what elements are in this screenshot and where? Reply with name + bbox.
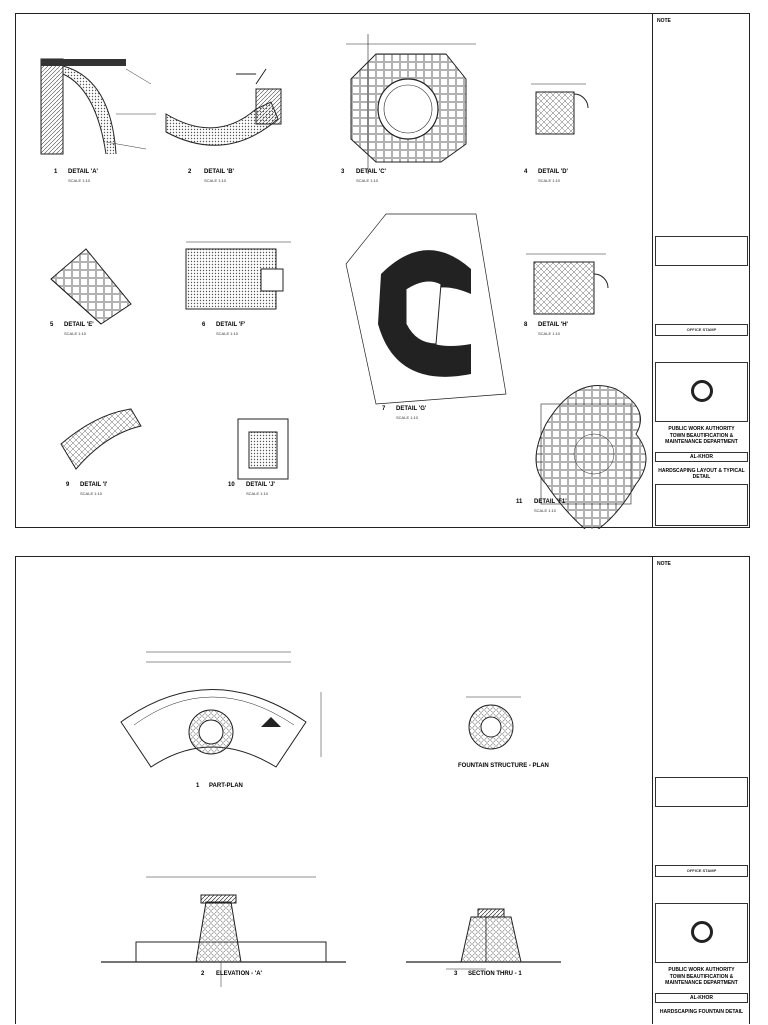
- detail-scale: SCALE 1:10: [64, 331, 87, 336]
- authority-name: PUBLIC WORK AUTHORITY: [668, 426, 735, 432]
- part-plan-drawing: [120, 651, 322, 768]
- detail-number: 4: [524, 169, 528, 175]
- revision-table: [655, 236, 748, 266]
- department-name: TOWN BEAUTIFICATION & MAINTENANCE DEPART…: [665, 433, 738, 445]
- detail-number: 7: [382, 406, 386, 412]
- detail-title: DETAIL 'F': [216, 322, 246, 328]
- detail-h-drawing: [526, 253, 609, 315]
- detail-number: 3: [341, 169, 345, 175]
- detail-scale: SCALE 1:10: [356, 178, 379, 183]
- detail-number: 11: [516, 499, 523, 505]
- detail-title: DETAIL 'F1': [534, 499, 567, 505]
- detail-c-drawing: [346, 34, 476, 174]
- authority-logo-icon: [691, 921, 713, 943]
- detail-f-drawing: [185, 241, 291, 310]
- detail-title: DETAIL 'I': [80, 482, 108, 488]
- authority-name: PUBLIC WORK AUTHORITY: [668, 967, 735, 973]
- sheet1-linework: [40, 34, 647, 529]
- office-stamp-box: [655, 865, 748, 877]
- detail-scale: SCALE 1:10: [80, 491, 103, 496]
- drawing-title: HARDSCAPING FOUNTAIN DETAIL: [659, 1009, 744, 1015]
- revision-table: [655, 777, 748, 807]
- fountain-plan-drawing: [466, 696, 521, 750]
- view-title: FOUNTAIN STRUCTURE - PLAN: [458, 763, 549, 769]
- sheet1-drawing-area: 1 DETAIL 'A' SCALE 1:10 2 DETAIL 'B' SCA…: [16, 14, 650, 529]
- location-label: AL-KHOR: [689, 454, 714, 460]
- detail-title: DETAIL 'C': [356, 169, 386, 175]
- detail-i-drawing: [60, 408, 142, 470]
- notes-header: NOTE: [657, 18, 671, 24]
- drawing-sheet-2: 1 PART-PLAN FOUNTAIN STRUCTURE - PLAN 2 …: [15, 556, 750, 1024]
- detail-e-drawing: [50, 248, 132, 325]
- detail-scale: SCALE 1:10: [216, 331, 239, 336]
- detail-scale: SCALE 1:10: [204, 178, 227, 183]
- detail-scale: SCALE 1:10: [534, 508, 557, 513]
- view-number: 2: [201, 971, 205, 977]
- section-thru-drawing: [406, 908, 561, 970]
- detail-title: DETAIL 'A': [68, 169, 98, 175]
- drawing-info-table: [655, 484, 748, 526]
- detail-j-drawing: [237, 418, 289, 480]
- detail-number: 9: [66, 482, 70, 488]
- view-number: 1: [196, 783, 200, 789]
- location-box: [655, 452, 748, 462]
- detail-number: 5: [50, 322, 54, 328]
- detail-title: DETAIL 'G': [396, 406, 427, 412]
- department-name: TOWN BEAUTIFICATION & MAINTENANCE DEPART…: [665, 974, 738, 986]
- view-title: ELEVATION - 'A': [216, 971, 262, 977]
- detail-scale: SCALE 1:10: [68, 178, 91, 183]
- sheet2-linework: [101, 651, 561, 987]
- detail-f1-drawing: [535, 385, 647, 529]
- detail-b-drawing: [165, 68, 282, 146]
- location-label: AL-KHOR: [689, 995, 714, 1001]
- detail-g-drawing: [345, 213, 507, 405]
- detail-number: 2: [188, 169, 192, 175]
- detail-scale: SCALE 1:10: [538, 178, 561, 183]
- drawing-title: HARDSCAPING LAYOUT & TYPICAL DETAIL: [658, 468, 745, 480]
- office-stamp-box: [655, 324, 748, 336]
- sheet2-title-block: NOTE OFFICE STAMP PUBLIC WORK AUTHORITY …: [652, 557, 750, 1024]
- view-title: PART-PLAN: [209, 783, 243, 789]
- detail-scale: SCALE 1:10: [396, 415, 419, 420]
- detail-number: 6: [202, 322, 206, 328]
- detail-title: DETAIL 'E': [64, 322, 94, 328]
- sheet2-drawing-area: 1 PART-PLAN FOUNTAIN STRUCTURE - PLAN 2 …: [16, 557, 650, 1024]
- logo-panel: [655, 362, 748, 422]
- office-stamp-label: OFFICE STAMP: [686, 327, 717, 332]
- authority-logo-icon: [691, 380, 713, 402]
- detail-scale: SCALE 1:10: [246, 491, 269, 496]
- elevation-a-drawing: [101, 876, 346, 987]
- location-box: [655, 993, 748, 1003]
- view-number: 3: [454, 971, 458, 977]
- sheet1-title-block: NOTE OFFICE STAMP PUBLIC WORK AUTHORITY …: [652, 14, 750, 527]
- detail-a-drawing: [40, 58, 156, 155]
- detail-title: DETAIL 'B': [204, 169, 234, 175]
- detail-title: DETAIL 'J': [246, 482, 275, 488]
- logo-panel: [655, 903, 748, 963]
- detail-scale: SCALE 1:10: [538, 331, 561, 336]
- detail-number: 8: [524, 322, 528, 328]
- detail-title: DETAIL 'D': [538, 169, 568, 175]
- detail-title: DETAIL 'H': [538, 322, 568, 328]
- drawing-sheet-1: 1 DETAIL 'A' SCALE 1:10 2 DETAIL 'B' SCA…: [15, 13, 750, 529]
- detail-number: 10: [228, 482, 235, 488]
- notes-header: NOTE: [657, 561, 671, 567]
- detail-number: 1: [54, 169, 58, 175]
- office-stamp-label: OFFICE STAMP: [686, 868, 717, 873]
- detail-d-drawing: [531, 83, 589, 135]
- view-title: SECTION THRU - 1: [468, 971, 522, 977]
